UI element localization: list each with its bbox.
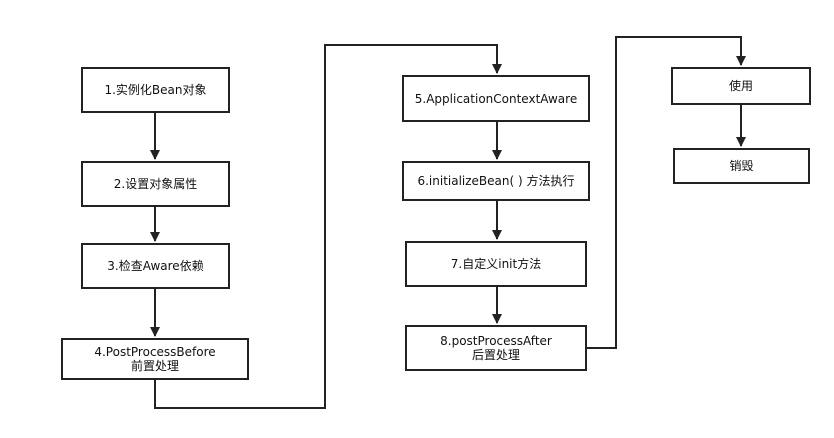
- node-label: 6.initializeBean( ) 方法执行: [417, 174, 575, 188]
- node-label: 2.设置对象属性: [113, 177, 198, 191]
- node-post-process-after: 8.postProcessAfter 后置处理: [405, 325, 587, 371]
- node-label: 4.PostProcessBefore 前置处理: [94, 345, 216, 373]
- node-label: 1.实例化Bean对象: [104, 83, 207, 97]
- edge-n4-to-n5: [154, 44, 502, 409]
- node-initialize-bean: 6.initializeBean( ) 方法执行: [402, 161, 590, 201]
- node-post-process-before: 4.PostProcessBefore 前置处理: [61, 338, 249, 380]
- node-check-aware: 3.检查Aware依赖: [81, 243, 230, 289]
- node-label: 5.ApplicationContextAware: [414, 91, 578, 106]
- node-label: 使用: [728, 79, 753, 93]
- node-label: 7.自定义init方法: [450, 257, 542, 271]
- node-custom-init: 7.自定义init方法: [405, 241, 587, 287]
- node-label: 销毁: [729, 159, 754, 173]
- node-label: 3.检查Aware依赖: [107, 259, 204, 273]
- edge-n8-to-n9: [587, 36, 746, 349]
- node-set-properties: 2.设置对象属性: [81, 161, 230, 207]
- node-instantiate-bean: 1.实例化Bean对象: [81, 67, 230, 113]
- node-label: 8.postProcessAfter 后置处理: [440, 334, 552, 362]
- node-application-context-aware: 5.ApplicationContextAware: [402, 75, 590, 122]
- node-use: 使用: [671, 67, 811, 105]
- node-destroy: 销毁: [673, 148, 810, 184]
